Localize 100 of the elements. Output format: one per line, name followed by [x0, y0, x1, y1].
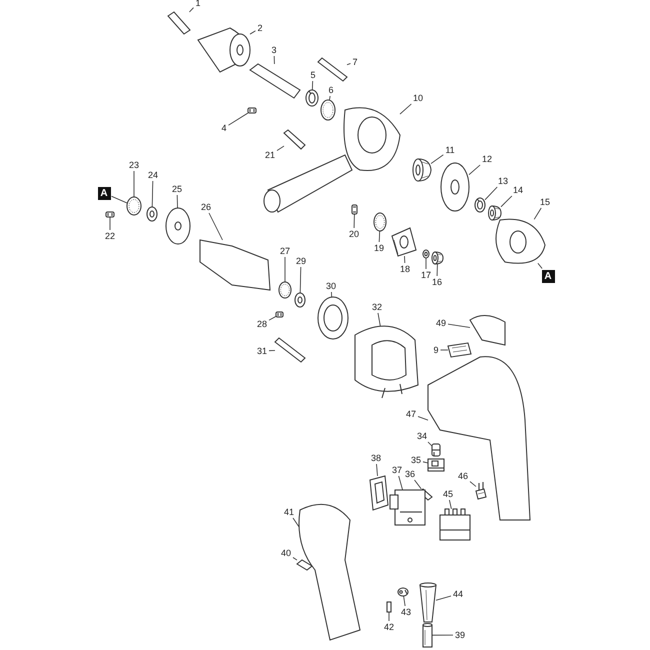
callout-number: 19 [372, 243, 385, 253]
washer [146, 206, 158, 222]
callout-number: 44 [452, 589, 464, 599]
leader-line [329, 96, 330, 100]
leader-line [436, 264, 438, 276]
switch-plate [369, 475, 389, 511]
leader-line [378, 312, 381, 326]
leader-line [484, 186, 498, 200]
callout-number: 49 [434, 318, 447, 328]
leader-line [376, 464, 378, 476]
leader-line [152, 180, 154, 208]
baffle-plate [318, 296, 348, 340]
ball-bearing [320, 100, 336, 120]
leader-line [448, 324, 470, 328]
leader-line [449, 500, 452, 510]
callout-number: 21 [264, 150, 276, 160]
callout-number: 1 [194, 0, 202, 8]
leader-line [414, 480, 422, 490]
leader-line [428, 442, 432, 446]
callout-number: 36 [404, 469, 416, 479]
screw [283, 129, 306, 150]
callout-number: 47 [404, 409, 417, 419]
washer [422, 250, 430, 258]
leader-line [400, 104, 412, 114]
leader-line [432, 634, 454, 636]
leader-line [208, 212, 223, 240]
leader-line [500, 196, 512, 208]
callout-number: 32 [370, 302, 383, 312]
screw [386, 602, 392, 612]
leader-line [331, 292, 332, 298]
callout-number: 10 [412, 93, 424, 103]
leader-line [176, 194, 178, 208]
leader-line [300, 266, 302, 294]
cord-clamp [398, 588, 408, 596]
leader-line [436, 596, 452, 601]
callout-number: 16 [430, 277, 443, 287]
bushing [412, 158, 432, 182]
drill-chuck [198, 28, 250, 72]
callout-number: 13 [496, 176, 509, 186]
callout-number: 39 [454, 630, 466, 640]
callout-number: 3 [270, 45, 278, 55]
leader-line [189, 7, 194, 12]
screw [274, 337, 306, 363]
brush-cap [432, 444, 440, 456]
stator [354, 326, 418, 398]
switch [390, 490, 426, 526]
switch-cover [470, 314, 506, 346]
callout-number: 46 [456, 471, 469, 481]
leader-line [388, 612, 390, 622]
washer [294, 292, 306, 308]
callout-number: 43 [400, 607, 412, 617]
callout-number: 37 [390, 465, 403, 475]
callout-number: 30 [324, 281, 337, 291]
key [352, 204, 358, 214]
gear-housing [344, 107, 400, 172]
key [106, 212, 114, 218]
callout-number: 5 [309, 70, 316, 80]
callout-number: 23 [128, 160, 140, 170]
label-plate [447, 342, 472, 358]
leader-line [312, 80, 314, 90]
leader-line [284, 256, 286, 282]
screw [317, 57, 348, 82]
callout-number: 15 [538, 197, 551, 207]
leader-line [274, 56, 275, 64]
leader-line [418, 416, 428, 420]
callout-number: 34 [416, 431, 428, 441]
callout-number: 12 [480, 154, 493, 164]
leader-line [346, 63, 351, 66]
callout-number: 18 [398, 264, 411, 274]
callout-number: 17 [420, 270, 432, 280]
leader-line [354, 214, 355, 228]
callout-number: 7 [351, 57, 358, 67]
leader-line [538, 262, 542, 269]
callout-number: 14 [512, 185, 524, 195]
callout-number: 11 [444, 145, 456, 155]
callout-number: 31 [256, 346, 268, 356]
spindle [249, 63, 301, 99]
terminal [475, 482, 487, 500]
bushing [488, 206, 502, 220]
leader-line [250, 30, 256, 34]
handle-cover [298, 504, 360, 640]
callout-number: 38 [370, 453, 382, 463]
ball-bearing [278, 282, 292, 298]
callout-number: 22 [104, 231, 116, 241]
spur-gear [440, 162, 470, 212]
gear-cover [496, 218, 546, 264]
leader-line [468, 164, 480, 176]
callout-number: 25 [170, 184, 183, 194]
leader-line [268, 316, 276, 321]
callout-number: 41 [282, 507, 295, 517]
retaining-ring [474, 198, 486, 212]
callout-number: 9 [432, 345, 440, 355]
cord-guard [419, 582, 437, 622]
callout-number: 26 [200, 202, 212, 212]
motor-housing [428, 356, 530, 520]
callout-number: 2 [256, 23, 264, 33]
leader-line [470, 481, 476, 487]
leader-line [403, 596, 406, 606]
key [276, 312, 284, 318]
callout-number: 6 [327, 85, 334, 95]
